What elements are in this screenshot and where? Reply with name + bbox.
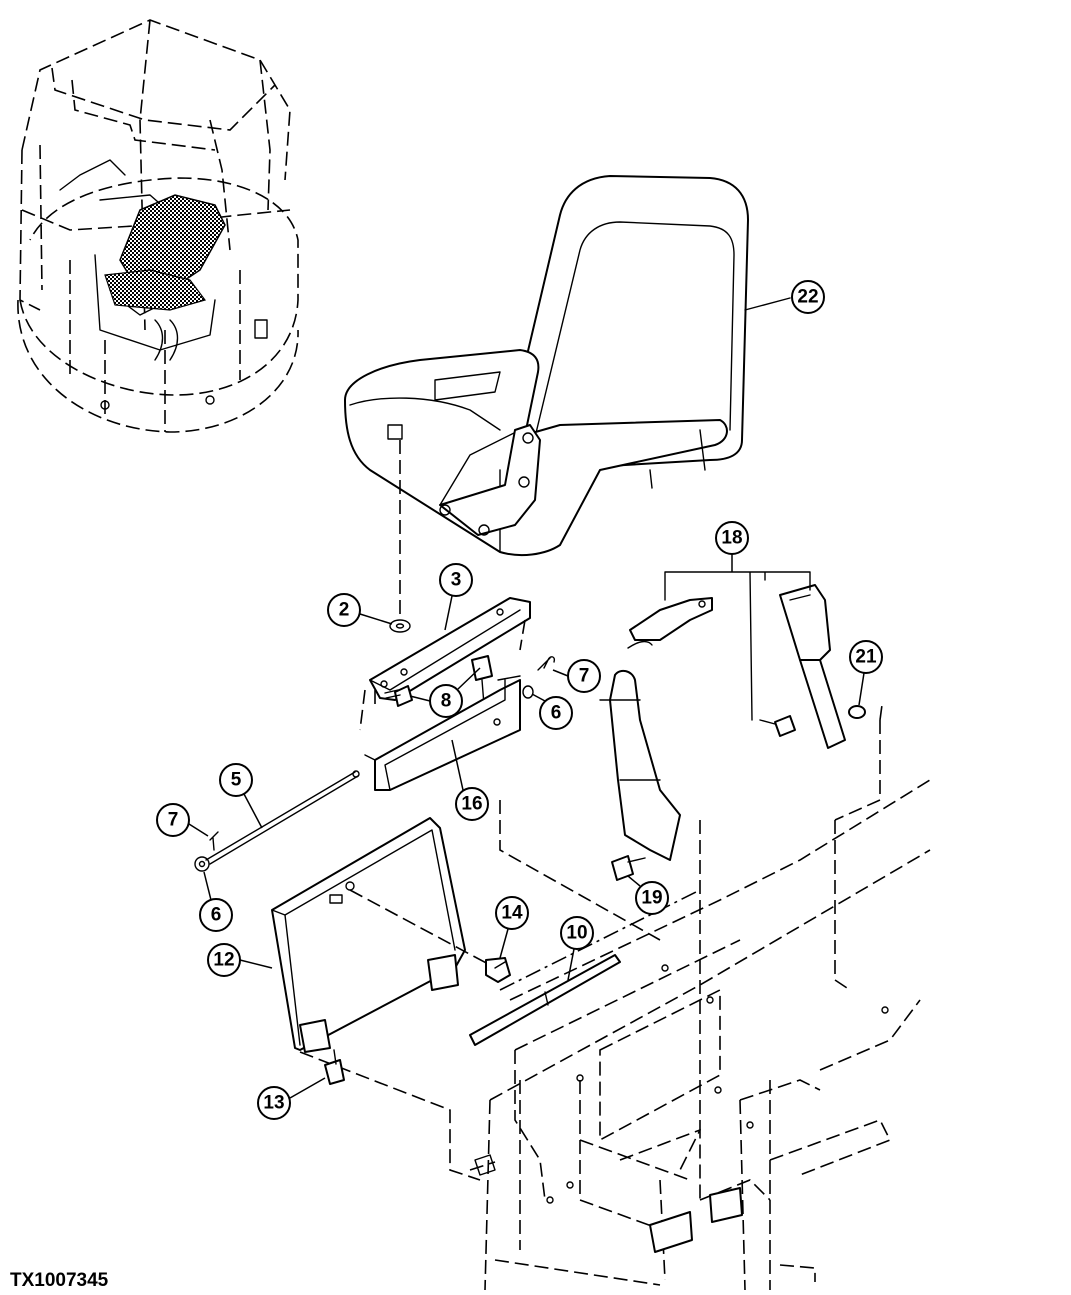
- callout-22: 22: [791, 280, 825, 314]
- washer: [389, 619, 411, 633]
- callout-8: 8: [429, 684, 463, 718]
- machine-overview-illustration: [17, 19, 299, 433]
- seat-rail-bracket: [359, 597, 531, 731]
- bracket-bar: [469, 954, 621, 1046]
- svg-text:8: 8: [441, 691, 452, 712]
- callout-3: 3: [439, 563, 473, 597]
- seat-belt: [599, 571, 846, 861]
- washer: [522, 685, 534, 699]
- clip: [485, 957, 511, 983]
- callout-5: 5: [219, 763, 253, 797]
- callout-14: 14: [495, 896, 529, 930]
- machine-frame: [469, 704, 931, 1291]
- svg-text:5: 5: [231, 770, 242, 791]
- seat-support-bracket: [364, 675, 521, 791]
- pivot-rod: [194, 770, 360, 872]
- callout-21: 21: [849, 640, 883, 674]
- svg-text:22: 22: [797, 287, 818, 308]
- svg-text:3: 3: [451, 570, 462, 591]
- svg-text:18: 18: [721, 528, 742, 549]
- svg-text:7: 7: [579, 666, 590, 687]
- svg-text:2: 2: [339, 600, 350, 621]
- svg-text:12: 12: [213, 950, 234, 971]
- callout-6-lower: 6: [199, 898, 233, 932]
- svg-text:6: 6: [551, 703, 562, 724]
- callout-2: 2: [327, 593, 361, 627]
- svg-text:21: 21: [855, 647, 877, 668]
- callout-12: 12: [207, 943, 241, 977]
- callout-13: 13: [257, 1086, 291, 1120]
- svg-text:19: 19: [641, 888, 662, 909]
- operator-seat: [344, 175, 791, 557]
- cotter-pin: [537, 656, 556, 671]
- svg-text:7: 7: [168, 810, 179, 831]
- svg-text:14: 14: [501, 903, 523, 924]
- callout-7: 7: [567, 659, 601, 693]
- seat-mounting-plate: [271, 817, 491, 1181]
- callout-16: 16: [455, 787, 489, 821]
- callout-7-lower: 7: [156, 803, 190, 837]
- figure-id-label: TX1007345: [10, 1270, 109, 1291]
- callout-6: 6: [539, 696, 573, 730]
- callout-18: 18: [715, 521, 749, 555]
- bolt: [324, 1049, 345, 1085]
- callout-19: 19: [635, 881, 669, 915]
- svg-text:13: 13: [263, 1093, 284, 1114]
- svg-text:16: 16: [461, 794, 482, 815]
- svg-text:10: 10: [566, 923, 587, 944]
- bolt: [611, 855, 646, 881]
- callout-10: 10: [560, 916, 594, 950]
- nut: [848, 705, 866, 719]
- svg-text:6: 6: [211, 905, 222, 926]
